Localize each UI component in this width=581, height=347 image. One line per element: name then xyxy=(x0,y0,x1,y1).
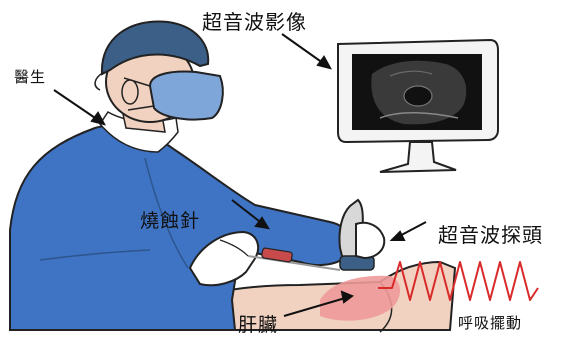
label-ultrasound-image: 超音波影像 xyxy=(202,6,307,35)
doctor-figure xyxy=(10,21,351,330)
face-mask xyxy=(150,72,223,120)
label-ultrasound-probe: 超音波探頭 xyxy=(438,219,543,248)
label-doctor: 醫生 xyxy=(14,66,46,87)
label-respiratory-motion: 呼吸擺動 xyxy=(458,312,522,333)
label-liver: 肝臟 xyxy=(238,310,278,337)
ultrasound-monitor xyxy=(338,40,498,172)
label-ablation-needle: 燒蝕針 xyxy=(140,206,200,233)
ultrasound-probe xyxy=(339,200,384,270)
